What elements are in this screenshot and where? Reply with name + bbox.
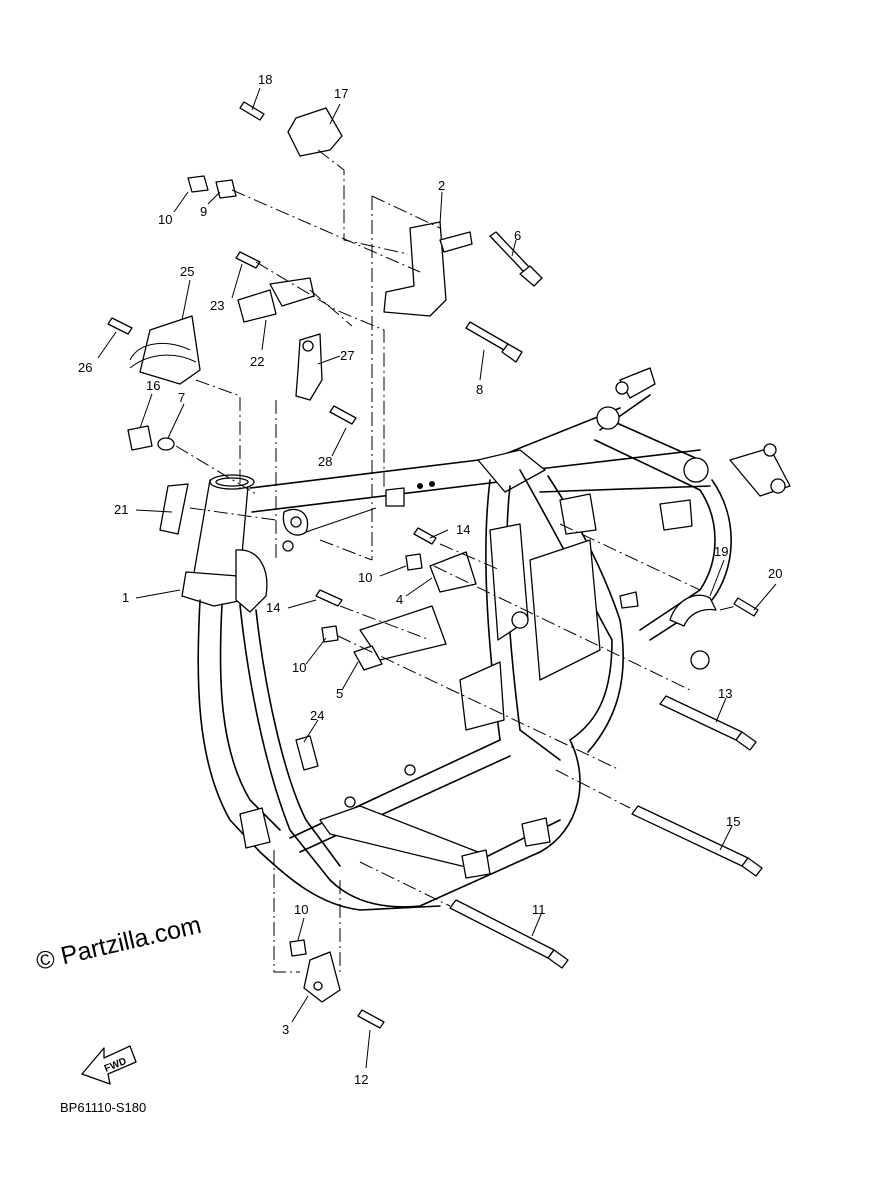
part-number-11: 11 (532, 902, 546, 917)
part-number-10c: 10 (292, 660, 306, 675)
part-number-4: 4 (396, 592, 403, 607)
part-number-18: 18 (258, 72, 272, 87)
part-number-13: 13 (718, 686, 732, 701)
part-number-5: 5 (336, 686, 343, 701)
part-number-2: 2 (438, 178, 445, 193)
part-number-19: 19 (714, 544, 728, 559)
part-number-24: 24 (310, 708, 324, 723)
part-labels: 1 2 3 4 5 6 7 8 9 10 10 10 10 11 12 13 1… (78, 72, 782, 1087)
part-number-9: 9 (200, 204, 207, 219)
part-number-10a: 10 (158, 212, 172, 227)
part-number-26: 26 (78, 360, 92, 375)
part-number-14b: 14 (266, 600, 280, 615)
part-number-15: 15 (726, 814, 740, 829)
part-number-21: 21 (114, 502, 128, 517)
part-number-28: 28 (318, 454, 332, 469)
part-number-16: 16 (146, 378, 160, 393)
part-number-22: 22 (250, 354, 264, 369)
part-number-17: 17 (334, 86, 348, 101)
forward-direction-arrow: FWD (81, 1045, 137, 1085)
part-number-12: 12 (354, 1072, 368, 1087)
diagram-code: BP61110-S180 (60, 1100, 147, 1115)
part-number-1: 1 (122, 590, 129, 605)
motorcycle-frame (181, 367, 791, 911)
part-number-10d: 10 (294, 902, 308, 917)
part-number-23: 23 (210, 298, 224, 313)
part-number-7: 7 (178, 390, 185, 405)
part-number-8: 8 (476, 382, 483, 397)
leader-lines (97, 87, 777, 1069)
part-number-20: 20 (768, 566, 782, 581)
part-number-6: 6 (514, 228, 521, 243)
part-number-25: 25 (180, 264, 194, 279)
part-number-27: 27 (340, 348, 354, 363)
part-number-14a: 14 (456, 522, 470, 537)
part-number-3: 3 (282, 1022, 289, 1037)
assembly-guide-lines (175, 149, 737, 974)
exploded-parts (107, 101, 763, 1029)
part-number-10b: 10 (358, 570, 372, 585)
